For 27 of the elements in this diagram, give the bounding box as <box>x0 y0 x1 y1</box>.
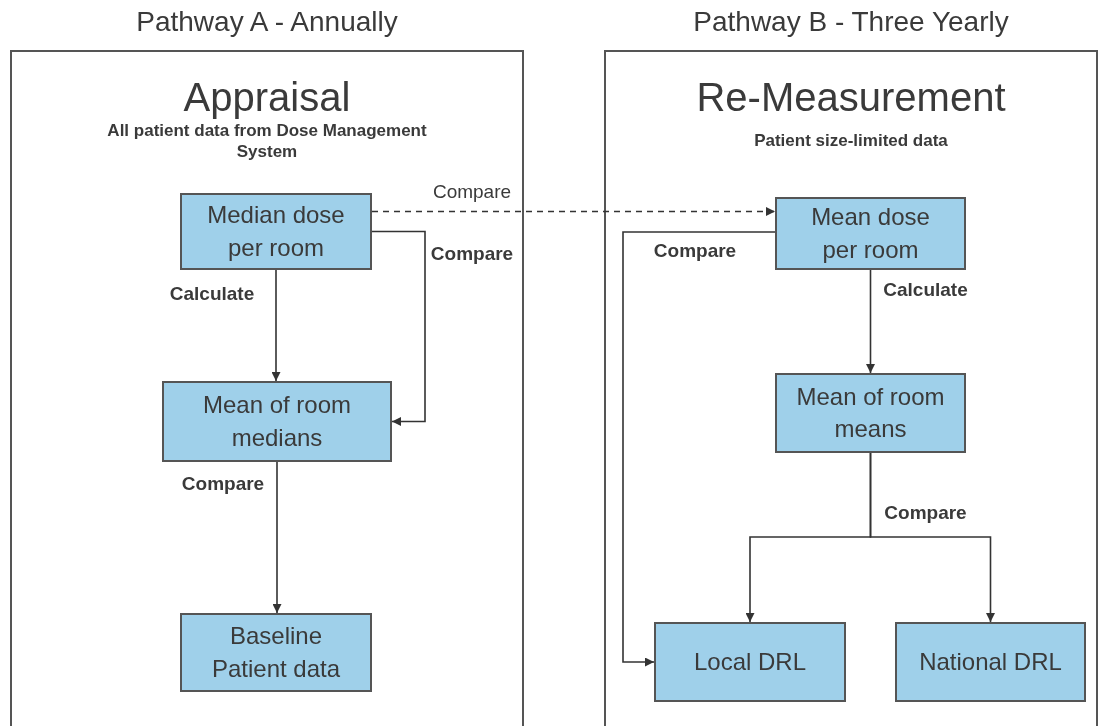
pathway-heading: Pathway A - Annually <box>135 5 399 39</box>
process-box <box>162 381 392 462</box>
arrow <box>272 461 282 614</box>
arrow <box>271 269 281 382</box>
arrow <box>371 207 776 216</box>
process-box <box>180 193 372 270</box>
process-box <box>654 622 846 702</box>
box-label: Baseline Patient data <box>210 621 342 684</box>
arrow <box>622 231 776 667</box>
panel-subtitle: Patient size-limited data <box>753 130 949 152</box>
box-label: National DRL <box>918 646 1063 677</box>
arrow <box>866 269 875 374</box>
box-label: Mean of room medians <box>201 390 353 453</box>
box-label: Local DRL <box>692 646 808 677</box>
box-label: Mean of room means <box>795 381 946 444</box>
arrow <box>371 230 426 426</box>
arrow <box>869 452 995 623</box>
panel-subtitle: All patient data from Dose Management System <box>106 120 428 163</box>
process-box <box>775 197 966 270</box>
box-label: Mean dose per room <box>810 202 931 265</box>
panel-title: Re-Measurement <box>695 74 1007 121</box>
pathway-heading: Pathway B - Three Yearly <box>692 5 1010 39</box>
process-box <box>895 622 1086 702</box>
panel-title: Appraisal <box>182 74 352 121</box>
process-box <box>775 373 966 453</box>
box-label: Median dose per room <box>206 200 346 263</box>
process-box <box>180 613 372 692</box>
